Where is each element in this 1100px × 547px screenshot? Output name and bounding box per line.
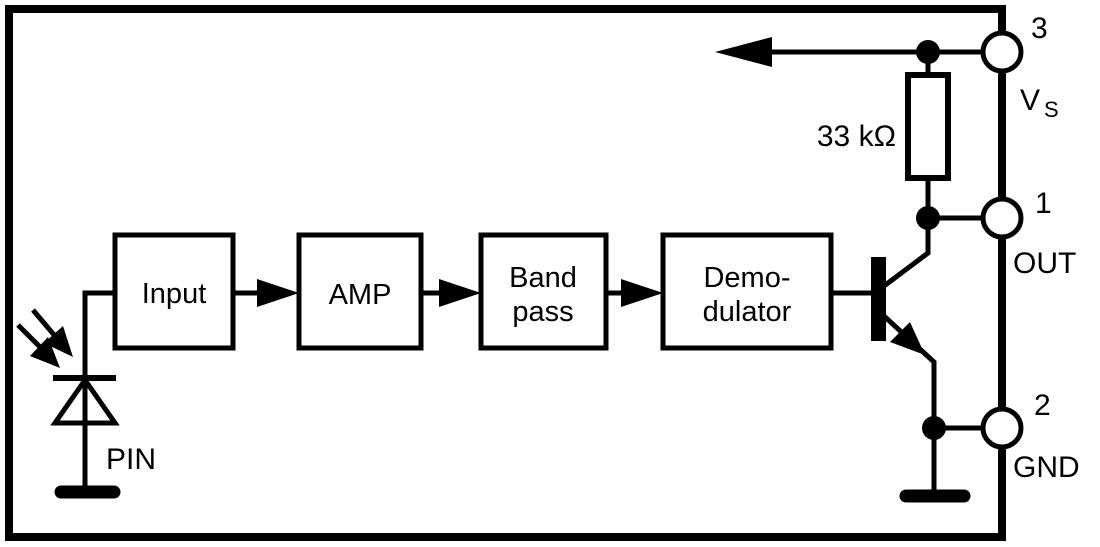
photodiode-label: PIN	[106, 443, 156, 476]
block-bandpass-label-line2: pass	[512, 296, 573, 328]
resistor-body	[905, 72, 951, 181]
pin-number-gnd: 2	[1034, 389, 1051, 422]
pin-name-vs-main: V	[1020, 84, 1040, 117]
photodiode-wire	[82, 290, 117, 492]
light-ray-2-arrowhead-icon	[30, 337, 60, 368]
block-amp	[296, 232, 424, 351]
transistor-base-bar	[871, 257, 886, 341]
junction-dot-out	[916, 206, 940, 230]
light-ray-1-line	[31, 308, 57, 338]
flow-arrow-2-head-icon	[439, 279, 481, 307]
transistor-collector-wire	[882, 218, 931, 288]
pin-circle-gnd	[980, 406, 1024, 450]
block-input-label: Input	[142, 278, 207, 310]
pin-name-out: OUT	[1013, 247, 1076, 280]
supply-arrowhead-icon	[715, 37, 772, 67]
pin-number-vs: 3	[1031, 12, 1048, 45]
pin-circle-vs	[980, 30, 1024, 74]
case-border	[5, 5, 1006, 541]
junction-dot-vs	[916, 40, 940, 64]
junction-dot-gnd	[922, 416, 946, 440]
block-bandpass	[478, 232, 609, 351]
pin-circle-out	[980, 196, 1024, 240]
block-amp-label: AMP	[329, 279, 392, 311]
flow-arrow-3-head-icon	[621, 279, 663, 307]
block-demodulator-label-line1: Demo-	[703, 262, 790, 294]
resistor-value-label: 33 kΩ	[817, 120, 896, 153]
pin-name-gnd: GND	[1013, 451, 1080, 484]
photodiode-triangle	[50, 375, 120, 426]
block-demodulator-label-line2: dulator	[703, 296, 792, 328]
block-bandpass-label-line1: Band	[509, 262, 577, 294]
transistor-emitter-arrowhead-icon	[890, 322, 925, 355]
pin-number-out: 1	[1035, 187, 1052, 220]
pin-name-vs-subscript: S	[1044, 97, 1059, 122]
flow-arrow-1-head-icon	[257, 279, 299, 307]
light-ray-2-line	[16, 323, 44, 351]
light-ray-1-arrowhead-icon	[44, 326, 73, 357]
